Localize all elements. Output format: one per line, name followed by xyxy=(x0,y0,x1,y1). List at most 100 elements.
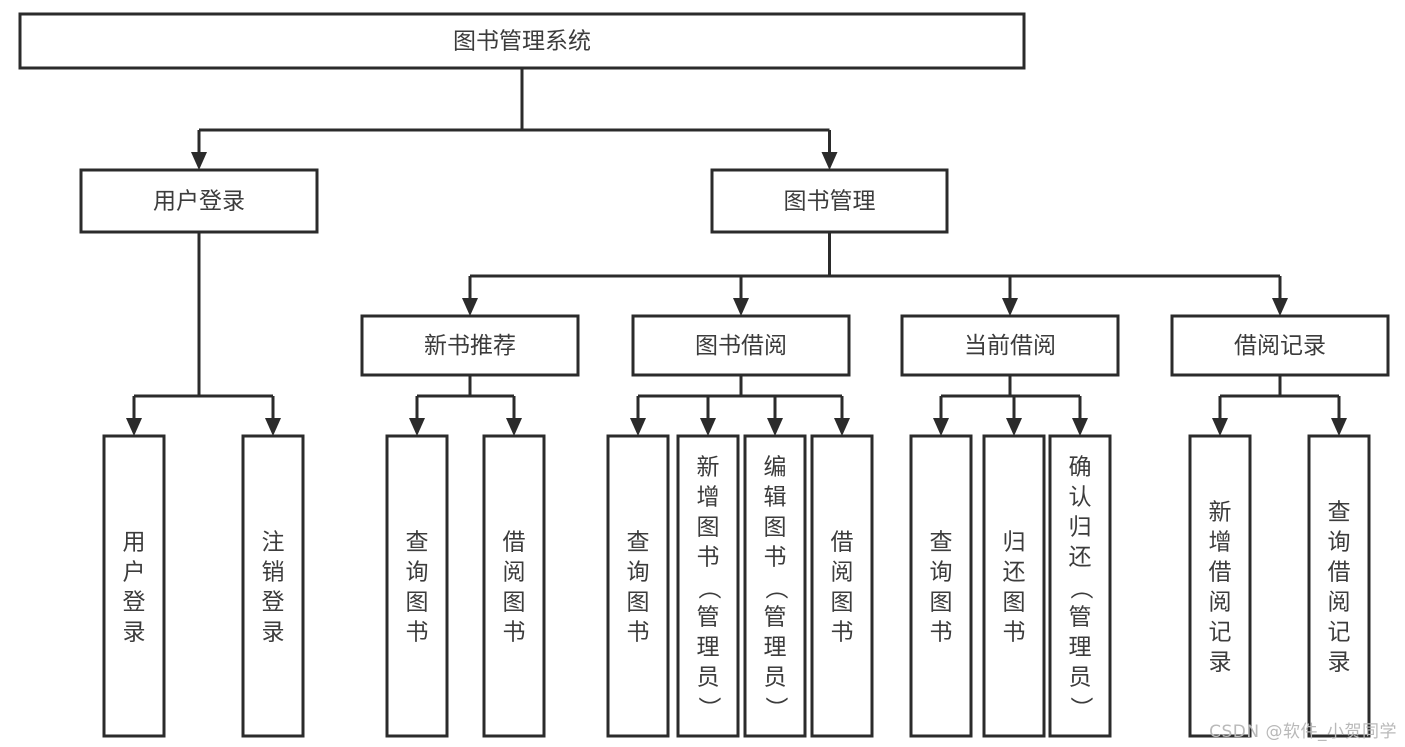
svg-text:询: 询 xyxy=(930,560,953,586)
svg-text:借: 借 xyxy=(1328,560,1351,586)
svg-text:户: 户 xyxy=(123,560,146,586)
node-box-leaf-borrow-book-2 xyxy=(810,434,874,738)
connector-edge-userlogin-to-leaves xyxy=(126,232,281,436)
nodes-layer: 图书管理系统用户登录图书管理新书推荐图书借阅当前借阅借阅记录用户登录注销登录查询… xyxy=(18,12,1390,738)
svg-text:（: （ xyxy=(696,577,722,600)
arrow-head-icon xyxy=(1272,298,1288,316)
svg-text:图: 图 xyxy=(930,590,953,616)
connector-edge-currentborrow-to-leaves xyxy=(933,375,1088,436)
svg-text:阅: 阅 xyxy=(1209,590,1232,616)
node-root[interactable]: 图书管理系统 xyxy=(18,12,1026,70)
arrow-head-icon xyxy=(191,152,207,170)
svg-text:书: 书 xyxy=(406,620,429,646)
arrow-head-icon xyxy=(1331,418,1347,436)
svg-text:新: 新 xyxy=(1209,500,1232,526)
node-leaf-user-login[interactable]: 用户登录 xyxy=(102,434,166,738)
svg-text:查: 查 xyxy=(1328,500,1351,526)
svg-text:询: 询 xyxy=(1328,530,1351,556)
node-user-login[interactable]: 用户登录 xyxy=(79,168,319,234)
node-label-book-borrow: 图书借阅 xyxy=(695,333,787,359)
svg-text:管: 管 xyxy=(697,605,720,631)
svg-text:登: 登 xyxy=(262,590,285,616)
node-borrow-record[interactable]: 借阅记录 xyxy=(1170,314,1390,377)
arrow-head-icon xyxy=(1212,418,1228,436)
arrow-head-icon xyxy=(700,418,716,436)
node-box-borrow-record xyxy=(1170,314,1390,377)
arrow-head-icon xyxy=(506,418,522,436)
node-box-book-manage xyxy=(710,168,949,234)
svg-text:书: 书 xyxy=(697,545,720,571)
svg-text:管: 管 xyxy=(1069,605,1092,631)
svg-text:增: 增 xyxy=(697,485,720,511)
arrow-head-icon xyxy=(409,418,425,436)
svg-text:确: 确 xyxy=(1069,455,1092,481)
node-box-leaf-borrow-book-1 xyxy=(482,434,546,738)
svg-text:销: 销 xyxy=(262,560,285,586)
svg-text:图: 图 xyxy=(503,590,526,616)
node-label-current-borrow: 当前借阅 xyxy=(964,333,1056,359)
node-box-leaf-confirm-return xyxy=(1048,434,1112,738)
svg-text:书: 书 xyxy=(627,620,650,646)
node-box-leaf-return-book xyxy=(982,434,1046,738)
svg-text:查: 查 xyxy=(627,530,650,556)
arrow-head-icon xyxy=(630,418,646,436)
node-book-borrow[interactable]: 图书借阅 xyxy=(631,314,851,377)
node-box-new-book-rec xyxy=(360,314,580,377)
svg-text:书: 书 xyxy=(1003,620,1026,646)
svg-text:增: 增 xyxy=(1209,530,1232,556)
svg-text:）: ） xyxy=(696,697,722,720)
svg-text:还: 还 xyxy=(1069,545,1092,571)
node-box-leaf-query-book-3 xyxy=(909,434,973,738)
svg-text:编: 编 xyxy=(764,455,787,481)
node-label-new-book-rec: 新书推荐 xyxy=(424,333,516,359)
arrow-head-icon xyxy=(126,418,142,436)
node-new-book-rec[interactable]: 新书推荐 xyxy=(360,314,580,377)
svg-text:理: 理 xyxy=(764,635,787,661)
svg-text:阅: 阅 xyxy=(1328,590,1351,616)
svg-text:记: 记 xyxy=(1328,620,1351,646)
svg-text:注: 注 xyxy=(262,530,285,556)
node-current-borrow[interactable]: 当前借阅 xyxy=(900,314,1120,377)
node-box-leaf-query-book-1 xyxy=(385,434,449,738)
svg-text:阅: 阅 xyxy=(831,560,854,586)
svg-text:辑: 辑 xyxy=(764,485,787,511)
svg-text:图: 图 xyxy=(764,515,787,541)
svg-text:记: 记 xyxy=(1209,620,1232,646)
svg-text:理: 理 xyxy=(1069,635,1092,661)
watermark-label: CSDN @软件_小贺同学 xyxy=(1209,722,1397,742)
svg-text:借: 借 xyxy=(503,530,526,556)
svg-text:员: 员 xyxy=(1069,665,1092,691)
svg-text:图: 图 xyxy=(697,515,720,541)
node-label-user-login: 用户登录 xyxy=(153,189,245,215)
node-box-leaf-user-login xyxy=(102,434,166,738)
svg-text:录: 录 xyxy=(262,620,285,646)
arrow-head-icon xyxy=(462,298,478,316)
node-book-manage[interactable]: 图书管理 xyxy=(710,168,949,234)
svg-text:书: 书 xyxy=(764,545,787,571)
svg-text:图: 图 xyxy=(406,590,429,616)
node-label-root: 图书管理系统 xyxy=(453,29,591,55)
svg-text:用: 用 xyxy=(123,530,146,556)
svg-text:员: 员 xyxy=(697,665,720,691)
svg-text:查: 查 xyxy=(930,530,953,556)
connector-edge-borrowrecord-to-leaves xyxy=(1212,375,1347,436)
arrow-head-icon xyxy=(834,418,850,436)
arrow-head-icon xyxy=(821,152,838,170)
